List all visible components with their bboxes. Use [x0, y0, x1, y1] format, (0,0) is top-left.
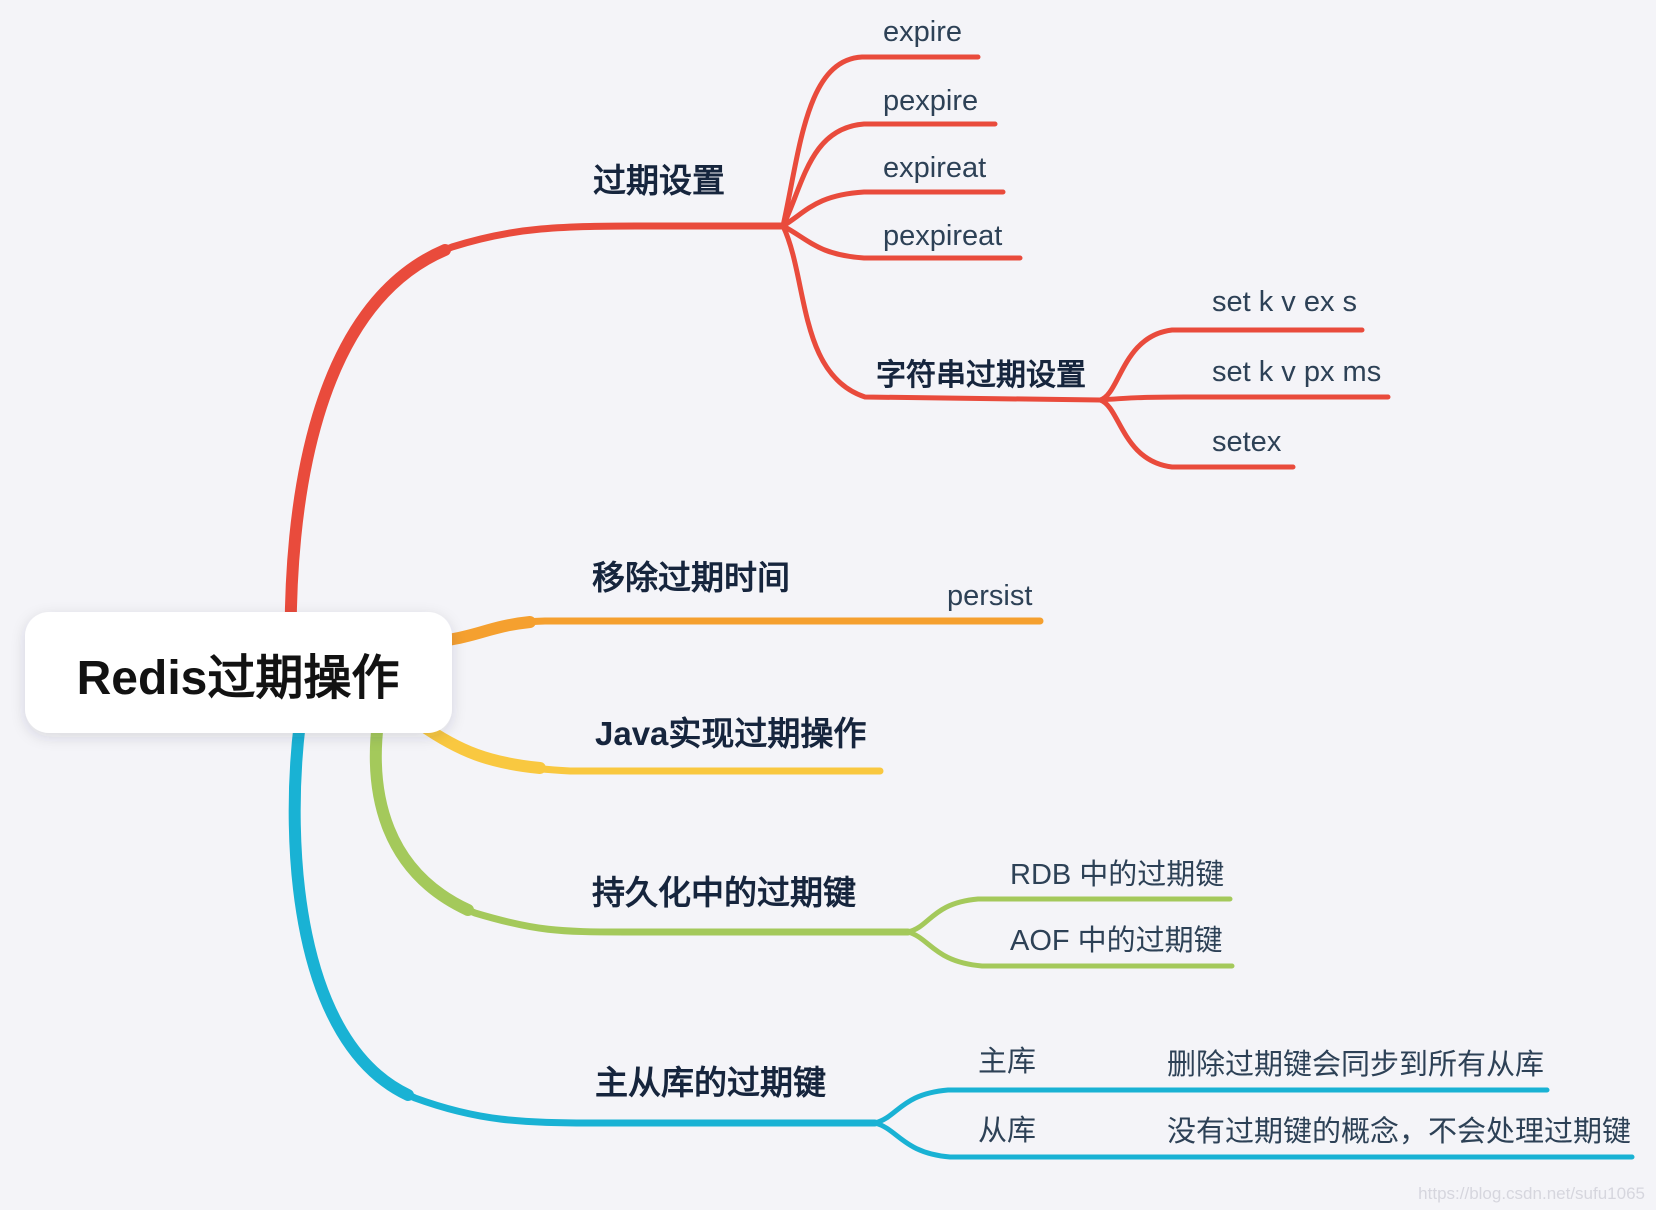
topic-pexpire[interactable]: pexpire	[883, 85, 978, 117]
topic-string-expire-settings[interactable]: 字符串过期设置	[876, 358, 1086, 392]
watermark-url: https://blog.csdn.net/sufu1065	[1418, 1184, 1645, 1203]
topic-master-db[interactable]: 主库	[978, 1045, 1036, 1078]
root-topic-node[interactable]	[25, 612, 452, 733]
branch-line-master-slave-expire-thick	[288, 716, 414, 1101]
branch-line-java-expire-thick	[414, 718, 546, 774]
branch-line-persistence-expire-thick	[369, 716, 474, 916]
child-line-pexpireat	[780, 223, 1023, 261]
topic-set-kv-ex[interactable]: set k v ex s	[1212, 286, 1357, 318]
topic-slave-db[interactable]: 从库	[978, 1114, 1036, 1147]
branch-line-remove-expire-thick	[442, 616, 536, 646]
note-master-db[interactable]: 删除过期键会同步到所有从库	[1167, 1048, 1544, 1081]
child-line-master-db	[872, 1087, 1550, 1126]
child-line-expireat	[780, 189, 1006, 229]
branch-line-remove-expire	[444, 617, 1044, 644]
topic-setex[interactable]: setex	[1212, 426, 1282, 458]
topic-expire[interactable]: expire	[883, 16, 962, 48]
topic-java-expire-ops[interactable]: Java实现过期操作	[595, 715, 866, 752]
topic-master-slave-expire-keys[interactable]: 主从库的过期键	[595, 1064, 826, 1101]
child-line-rdb	[905, 896, 1233, 935]
branch-line-expire-settings-thick	[284, 244, 451, 668]
child-line-set-kv-ex	[1097, 327, 1365, 403]
topic-pexpireat[interactable]: pexpireat	[883, 220, 1002, 252]
topic-expireat[interactable]: expireat	[883, 152, 986, 184]
topic-persistence-expire-keys[interactable]: 持久化中的过期键	[592, 874, 856, 911]
topic-expire-settings[interactable]: 过期设置	[593, 162, 725, 199]
root-topic-label[interactable]: Redis过期操作	[77, 652, 400, 705]
topic-rdb-expire-keys[interactable]: RDB 中的过期键	[1010, 858, 1224, 891]
topic-set-kv-px[interactable]: set k v px ms	[1212, 356, 1381, 388]
child-line-expire	[780, 54, 981, 229]
child-line-pexpire	[780, 121, 998, 229]
topic-remove-expire-time[interactable]: 移除过期时间	[592, 559, 790, 596]
branch-line-expire-settings	[286, 222, 787, 669]
child-line-setex	[1097, 397, 1296, 470]
note-slave-db[interactable]: 没有过期键的概念，不会处理过期键	[1167, 1115, 1631, 1148]
topic-persist[interactable]: persist	[947, 580, 1032, 612]
child-line-string-expire-settings	[780, 223, 1103, 403]
topic-aof-expire-keys[interactable]: AOF 中的过期键	[1010, 924, 1223, 957]
child-line-set-kv-px	[1097, 394, 1391, 403]
child-line-aof	[905, 929, 1235, 969]
child-line-slave-db	[872, 1120, 1635, 1160]
